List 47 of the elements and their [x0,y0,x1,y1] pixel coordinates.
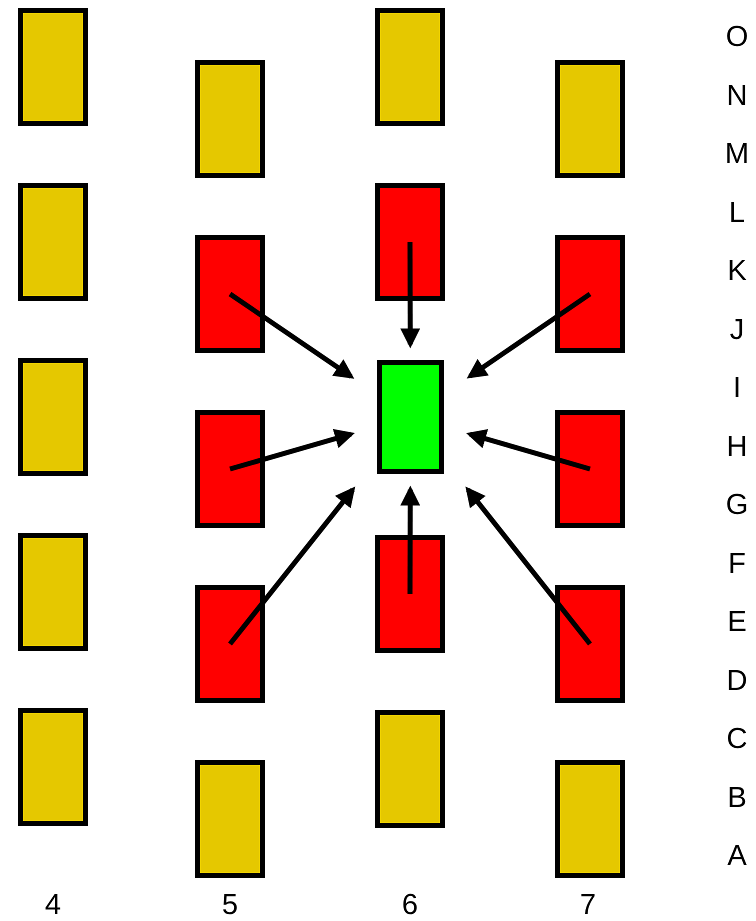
rectangle-block [555,410,625,528]
column-label: 5 [222,889,238,921]
rectangle-block [195,760,265,878]
row-label: J [730,314,744,346]
column-label: 6 [402,889,418,921]
rectangle-block [195,585,265,703]
arrow [229,428,355,472]
rectangle-block [555,760,625,878]
row-label: K [727,255,747,287]
column-label: 4 [44,889,62,921]
rectangle-block [18,708,88,826]
arrow [400,486,420,594]
row-label: N [726,80,748,112]
rectangle-block [375,8,445,126]
rectangle-block [195,410,265,528]
row-label: H [726,430,748,462]
row-label: B [727,782,747,814]
row-label: G [726,489,748,521]
rectangle-block [195,235,265,353]
arrow [465,486,592,646]
rectangle-block [375,535,445,653]
rectangle-block [555,60,625,178]
column-label: 7 [580,889,596,921]
rectangle-block [555,235,625,353]
rectangle-block [375,710,445,828]
rectangle-block [377,360,444,474]
row-label: C [726,723,748,755]
rectangle-block [18,358,88,476]
arrow [466,292,592,378]
row-label: F [728,548,746,580]
rectangle-block [18,183,88,301]
row-label: O [726,21,748,53]
arrow [228,486,356,646]
row-label: I [732,372,742,404]
arrow [400,242,420,348]
rectangle-block [195,60,265,178]
row-label: L [728,196,746,228]
rectangle-block [18,8,88,126]
arrow [466,429,591,472]
arrow [228,292,354,379]
row-label: M [724,138,750,170]
rectangle-block [18,533,88,651]
rectangle-block [375,183,445,301]
row-label: A [727,840,747,872]
row-label: E [727,606,747,638]
rectangle-block [555,585,625,703]
row-label: D [726,664,748,696]
